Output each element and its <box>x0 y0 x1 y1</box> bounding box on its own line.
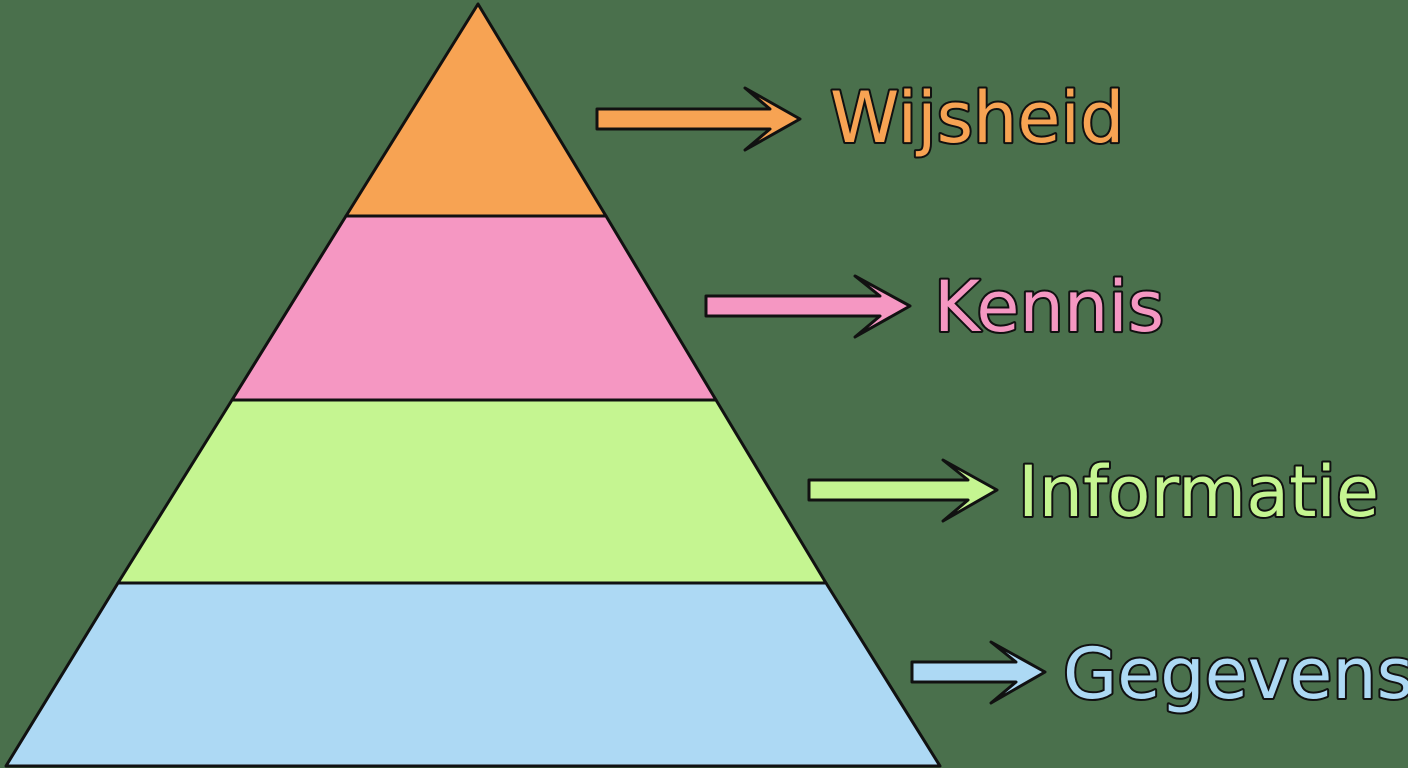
label-information: Informatie <box>1018 451 1379 533</box>
pyramid-layer-data <box>4 581 942 768</box>
arrow-right-icon <box>704 274 912 339</box>
label-data: Gegevens <box>1063 633 1408 715</box>
arrow-right-icon <box>910 640 1047 705</box>
arrow-right-icon <box>595 86 802 152</box>
label-wisdom: Wijsheid <box>830 77 1124 159</box>
pyramid-layer-information <box>116 398 828 585</box>
label-knowledge: Kennis <box>934 266 1164 348</box>
arrow-right-icon <box>807 458 999 523</box>
